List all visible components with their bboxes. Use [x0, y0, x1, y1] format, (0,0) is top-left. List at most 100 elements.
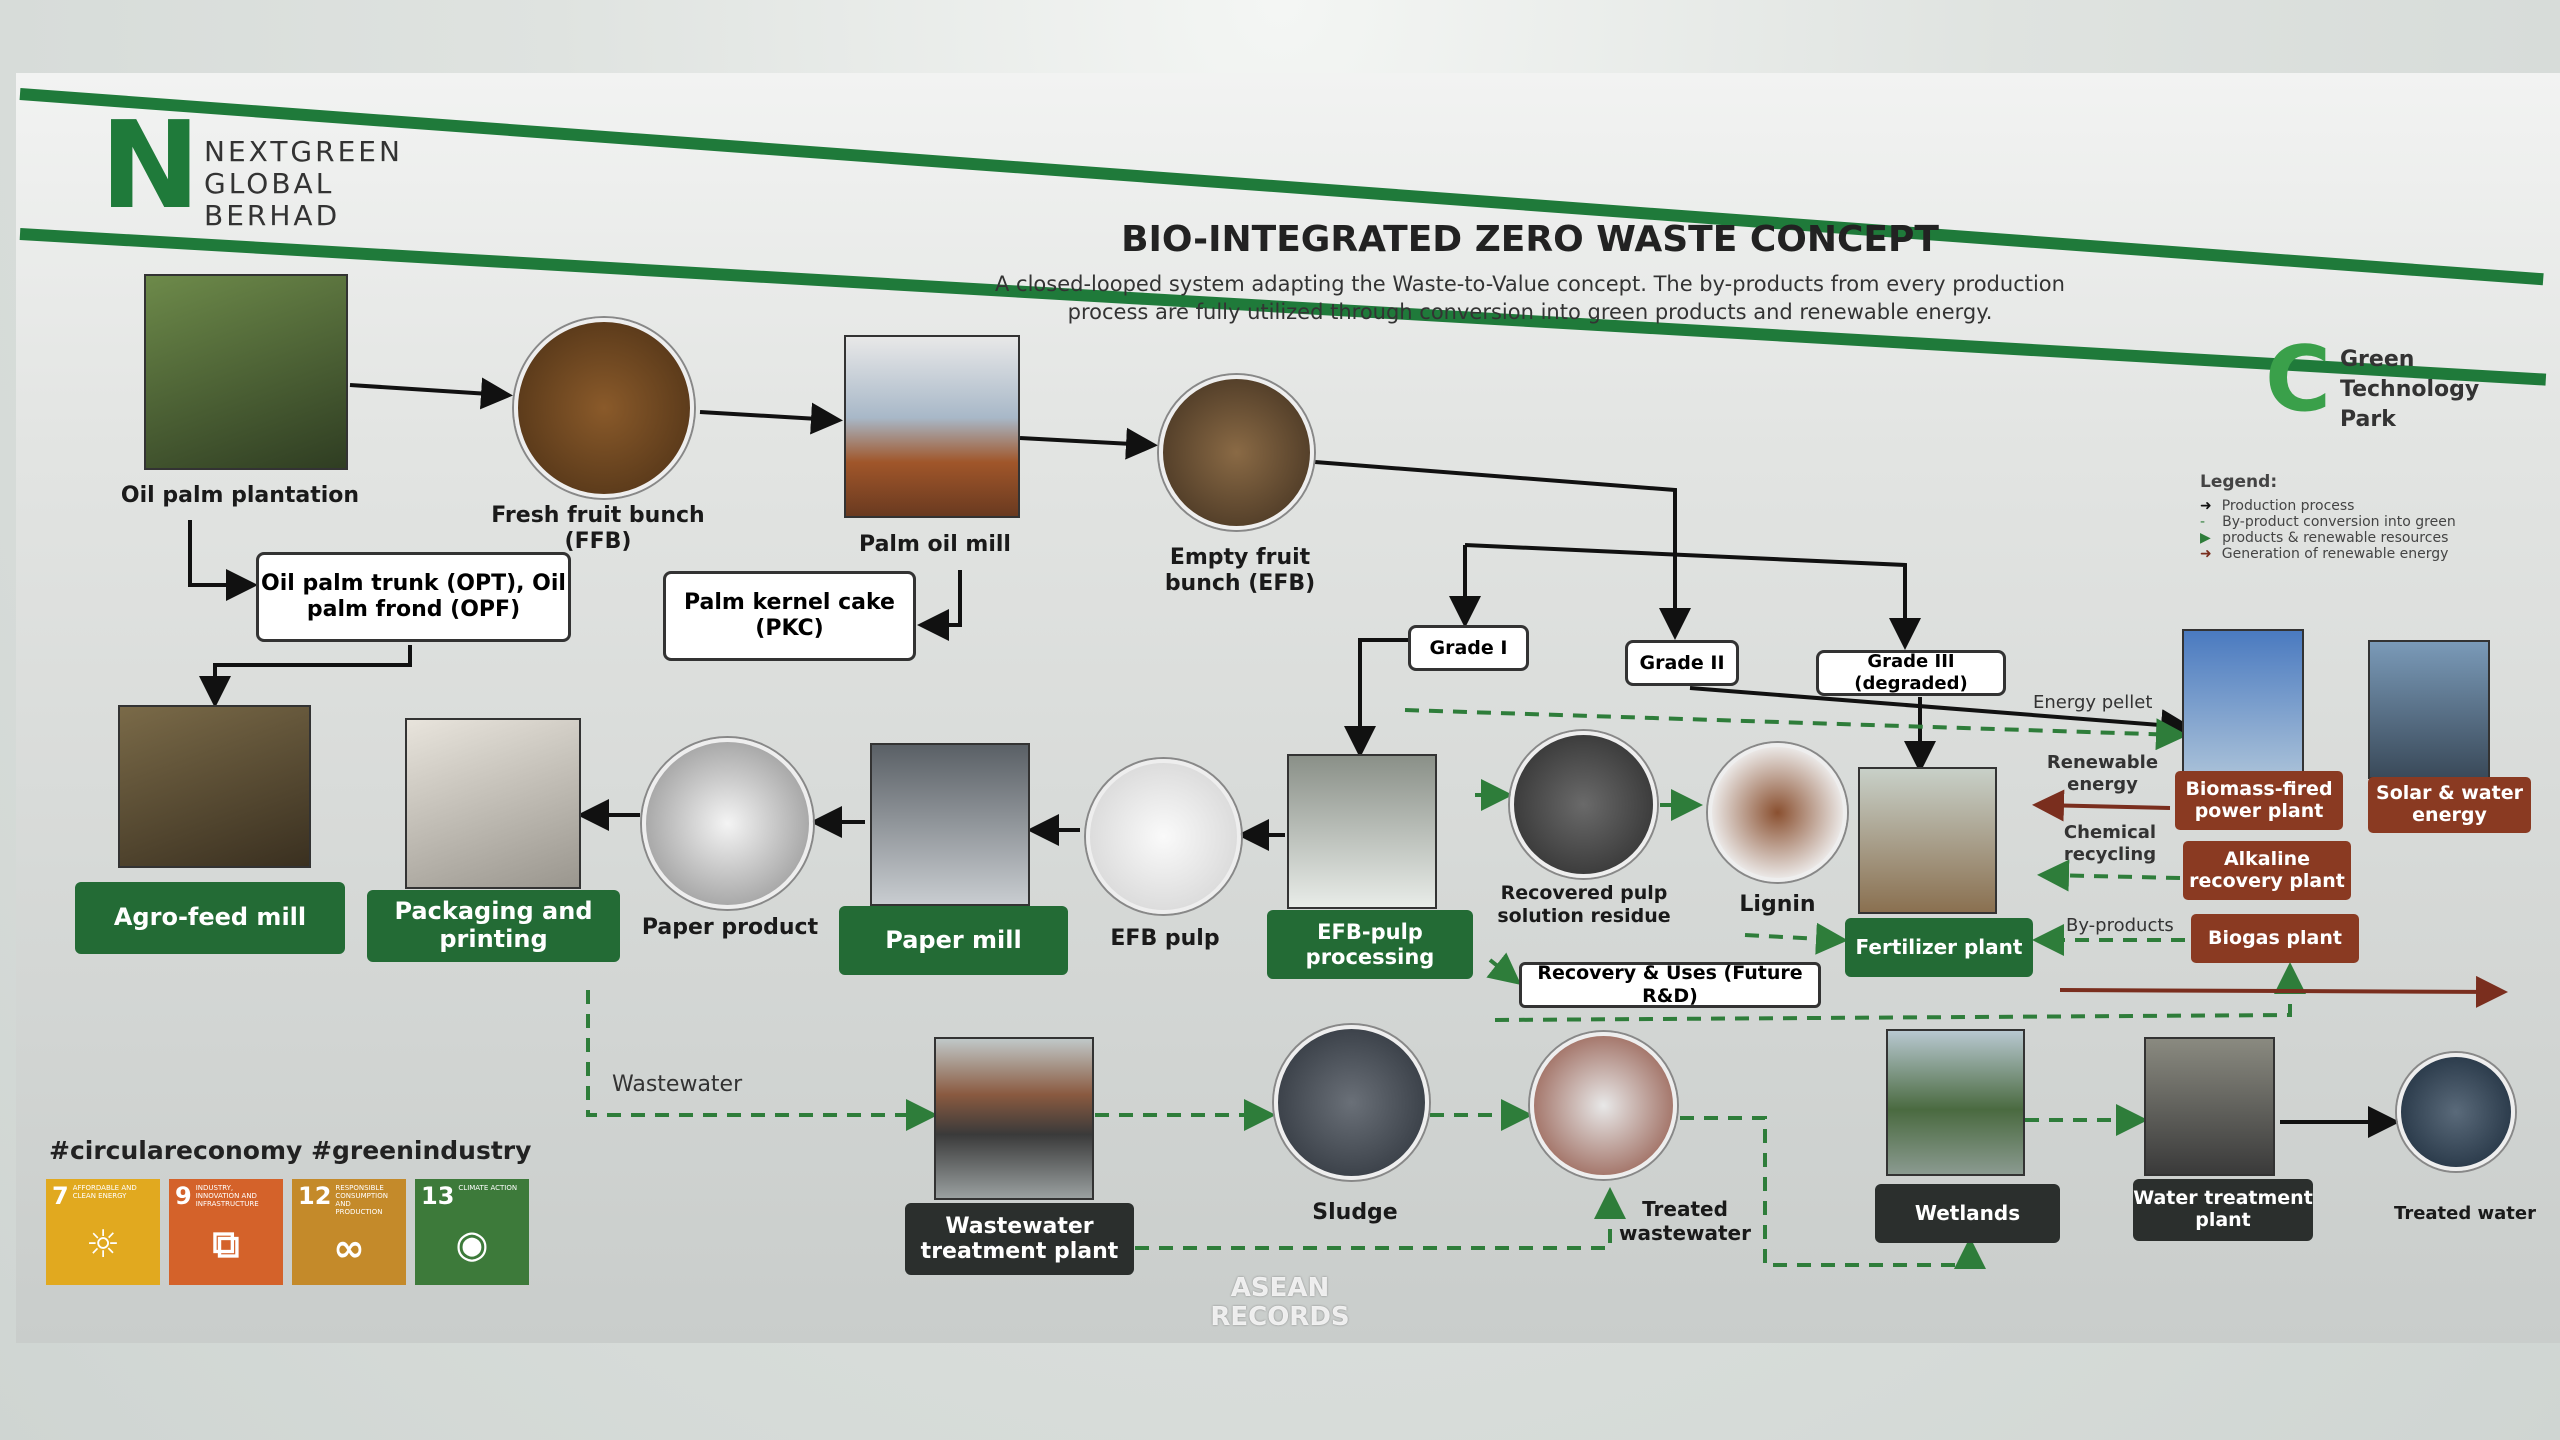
- arrow-mill-efb: [1019, 427, 1158, 460]
- palm-oil-mill-image: [844, 335, 1020, 518]
- ffb-label: Fresh fruit bunch (FFB): [491, 503, 705, 555]
- energy-pellet-label: Energy pellet: [2033, 692, 2153, 713]
- alkaline-recovery-node: Alkaline recovery plant: [2183, 841, 2351, 900]
- arrow-treated-wetlands: [1680, 1116, 1986, 1269]
- sdg-number: 7: [52, 1182, 69, 1210]
- wetlands-node: Wetlands: [1875, 1184, 2060, 1243]
- recovered-pulp-label: Recovered pulp solution residue: [1497, 882, 1671, 927]
- packaging-printing-node: Packaging and printing: [367, 890, 620, 962]
- lignin-image: [1708, 743, 1847, 882]
- oil-palm-plantation-image: [144, 274, 348, 470]
- arrow-energy-pellet: [1404, 708, 2188, 751]
- solar-water-energy-node: Solar & water energy: [2368, 777, 2531, 833]
- legend-item: Generation of renewable energy: [2221, 546, 2449, 562]
- treated-water-image: [2397, 1053, 2515, 1171]
- legend-title: Legend:: [2200, 472, 2278, 492]
- treated-water-label: Treated water: [2394, 1203, 2536, 1224]
- logo-text: BERHAD: [204, 199, 341, 232]
- agro-feed-mill-node: Agro-feed mill: [75, 882, 345, 954]
- arrow-efb-grades: [1314, 460, 1691, 640]
- partner-logo-text: Technology: [2340, 377, 2480, 402]
- sdg-label: INDUSTRY, INNOVATION AND INFRASTRUCTURE: [195, 1184, 259, 1208]
- legend-item: Production process: [2221, 498, 2355, 514]
- hashtags: #circulareconomy #greenindustry: [49, 1136, 532, 1165]
- paper-mill-image: [870, 743, 1030, 906]
- biomass-power-plant-node: Biomass-fired power plant: [2175, 771, 2343, 830]
- sun-icon: ☼: [85, 1222, 121, 1266]
- nextgreen-logo-icon: N: [100, 97, 201, 236]
- chemical-recycling-label: Chemical recycling: [2063, 822, 2157, 865]
- arrow-wwtp-treated: [1135, 1187, 1626, 1250]
- packaging-image: [405, 718, 581, 889]
- cubes-icon: ⧉: [212, 1222, 240, 1266]
- palm-oil-mill-label: Palm oil mill: [859, 532, 1011, 557]
- sdg-label: RESPONSIBLE CONSUMPTION AND PRODUCTION: [335, 1184, 388, 1216]
- efb-image: [1159, 375, 1314, 530]
- water-treatment-image: [2144, 1037, 2275, 1176]
- arrow-alkaline: [2037, 859, 2181, 892]
- fertilizer-image: [1858, 767, 1997, 914]
- arrow-energy-return: [2059, 975, 2508, 1008]
- arrow-grade1: [1464, 543, 1921, 650]
- grade-1-box: Grade I: [1408, 625, 1529, 671]
- sludge-label: Sludge: [1312, 1200, 1398, 1225]
- by-products-label: By-products: [2066, 915, 2174, 936]
- logo-text: NEXTGREEN: [204, 135, 403, 168]
- efb-pulp-image: [1086, 759, 1241, 914]
- ffb-image: [514, 318, 694, 498]
- gtp-logo-icon: C: [2265, 327, 2332, 432]
- efb-pulp-processing-image: [1287, 754, 1437, 909]
- green-dashed-arrow-icon: - ▶: [2200, 514, 2211, 546]
- paper-product-label: Paper product: [641, 915, 819, 940]
- arrow-plantation-opt: [188, 520, 258, 601]
- paper-mill-node: Paper mill: [839, 906, 1068, 975]
- lignin-label: Lignin: [1739, 892, 1816, 917]
- recovery-uses-box: Recovery & Uses (Future R&D): [1519, 962, 1821, 1008]
- treated-wastewater-label: Treated wastewater: [1619, 1197, 1751, 1245]
- efb-label: Empty fruit bunch (EFB): [1164, 545, 1316, 597]
- wetlands-image: [1886, 1029, 2025, 1176]
- solar-water-image: [2368, 640, 2490, 779]
- watermark: ASEAN RECORDS: [1210, 1273, 1350, 1332]
- partner-logo-text: Park: [2340, 407, 2396, 432]
- pkc-box: Palm kernel cake (PKC): [663, 571, 916, 661]
- arrow-mill-pkc: [917, 570, 962, 641]
- oil-palm-plantation-label: Oil palm plantation: [120, 483, 360, 508]
- sludge-image: [1274, 1025, 1429, 1180]
- arrow-lignin-fert: [1744, 922, 1848, 955]
- paper-product-image: [642, 738, 813, 909]
- treated-wastewater-image: [1530, 1032, 1677, 1179]
- sdg-number: 12: [298, 1182, 332, 1210]
- page-title: BIO-INTEGRATED ZERO WASTE CONCEPT: [1121, 219, 1939, 260]
- efb-pulp-processing-node: EFB-pulp processing: [1267, 910, 1473, 979]
- biogas-plant-node: Biogas plant: [2191, 914, 2359, 963]
- subtitle-line: A closed-looped system adapting the Wast…: [995, 272, 2065, 296]
- logo-text: GLOBAL: [204, 167, 335, 200]
- arrow-loop-fert: [1494, 962, 2306, 1022]
- recovered-pulp-image: [1510, 731, 1657, 878]
- black-arrow-icon: ➜: [2200, 498, 2212, 514]
- eye-globe-icon: ◉: [455, 1222, 489, 1266]
- infinity-icon: ∞: [333, 1226, 365, 1270]
- arrow-wastewater: [586, 990, 938, 1131]
- arrow-plantation-ffb: [349, 377, 513, 410]
- opt-opf-box: Oil palm trunk (OPT), Oil palm frond (OP…: [256, 552, 571, 642]
- subtitle-line: process are fully utilized through conve…: [1067, 300, 1993, 324]
- sdg-number: 13: [421, 1182, 455, 1210]
- water-treatment-plant-node: Water treatment plant: [2133, 1179, 2313, 1241]
- grade-2-box: Grade II: [1625, 640, 1739, 686]
- grade-3-box: Grade III (degraded): [1816, 650, 2006, 696]
- biomass-plant-image: [2182, 629, 2304, 776]
- partner-logo-text: Green: [2340, 347, 2415, 372]
- sdg-number: 9: [175, 1182, 192, 1210]
- agro-feed-image: [118, 705, 311, 868]
- renewable-energy-label: Renewable energy: [2046, 752, 2159, 795]
- brown-arrow-icon: ➜: [2200, 546, 2212, 562]
- efb-pulp-label: EFB pulp: [1110, 926, 1220, 951]
- legend-item: By-product conversion into green product…: [2222, 514, 2456, 546]
